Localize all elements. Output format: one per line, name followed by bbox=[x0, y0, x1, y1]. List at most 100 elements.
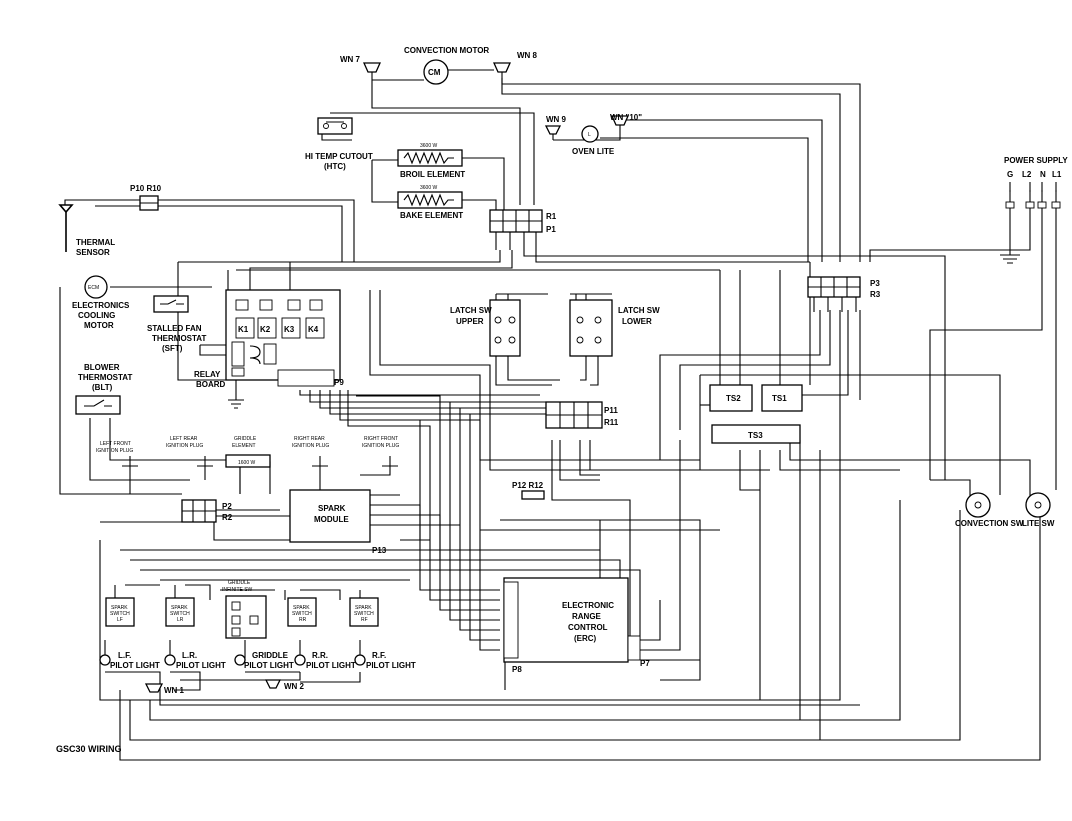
relay-k1: K1 bbox=[235, 317, 255, 339]
spark-switch-lr: SPARK SWITCH LR bbox=[165, 597, 195, 627]
connector-p11-r11: P11 R11 bbox=[545, 401, 619, 429]
svg-text:GRIDDLE: GRIDDLE bbox=[252, 651, 289, 660]
connector-p2-r2: P2 R2 bbox=[181, 499, 233, 523]
latch-lower-label-1: LATCH SW bbox=[618, 306, 660, 315]
relay-board-label-2: BOARD bbox=[196, 380, 226, 389]
svg-text:LR: LR bbox=[177, 617, 184, 623]
svg-text:K4: K4 bbox=[308, 325, 319, 334]
svg-text:RR: RR bbox=[299, 617, 307, 623]
p11-label: P11 bbox=[604, 406, 618, 415]
wn7-label: WN 7 bbox=[340, 55, 361, 64]
terminal-strip-ts3: TS3 bbox=[711, 424, 801, 444]
svg-text:PILOT LIGHT: PILOT LIGHT bbox=[306, 661, 356, 670]
left-rear-ignition-plug: LEFT REAR IGNITION PLUG bbox=[166, 436, 213, 467]
ecm-text-2: COOLING bbox=[78, 311, 115, 320]
griddle-element-label-2: ELEMENT bbox=[232, 443, 256, 449]
svg-text:K3: K3 bbox=[284, 325, 295, 334]
diagram-title: GSC30 WIRING bbox=[56, 744, 122, 754]
power-term-l1: L1 bbox=[1052, 170, 1062, 179]
power-supply: POWER SUPPLY G L2 N L1 bbox=[1000, 156, 1068, 264]
terminal-strip-ts1: TS1 bbox=[761, 384, 803, 412]
r1-label: R1 bbox=[546, 212, 557, 221]
rr-ign-label-1: RIGHT REAR bbox=[294, 436, 325, 442]
latch-lower-label-2: LOWER bbox=[622, 317, 652, 326]
svg-text:SPARK: SPARK bbox=[171, 605, 188, 611]
latch-switch-lower: LATCH SW LOWER bbox=[569, 299, 660, 357]
latch-upper-label-1: LATCH SW bbox=[450, 306, 492, 315]
broil-watts: 3600 W bbox=[420, 143, 438, 149]
r3-label: R3 bbox=[870, 290, 881, 299]
lr-ign-label-1: LEFT REAR bbox=[170, 436, 198, 442]
lr-ign-label-2: IGNITION PLUG bbox=[166, 443, 203, 449]
pilot-light-griddle: GRIDDLE PILOT LIGHT bbox=[234, 651, 294, 670]
griddle-infinite-label-2: INFINITE SW bbox=[222, 587, 253, 593]
connector-r1-p1: R1 P1 bbox=[489, 209, 557, 250]
pilot-light-rr: R.R. PILOT LIGHT bbox=[294, 651, 356, 670]
oven-lite-letter: L bbox=[588, 132, 591, 138]
wire-nut-wn9: WN 9 bbox=[544, 115, 567, 140]
spark-switch-rr: SPARK SWITCH RR bbox=[287, 597, 317, 627]
p8-label: P8 bbox=[512, 665, 522, 674]
r11-label: R11 bbox=[604, 418, 619, 427]
bake-element: 3600 W BAKE ELEMENT bbox=[397, 185, 463, 220]
ts3-label: TS3 bbox=[748, 431, 763, 440]
htc-label-1: HI TEMP CUTOUT bbox=[305, 152, 373, 161]
griddle-watts: 1600 W bbox=[238, 460, 256, 466]
thermal-sensor: THERMAL SENSOR bbox=[58, 204, 115, 257]
p10r10-label: P10 R10 bbox=[130, 184, 162, 193]
thermal-sensor-label-1: THERMAL bbox=[76, 238, 115, 247]
right-front-ignition-plug: RIGHT FRONT IGNITION PLUG bbox=[362, 436, 399, 467]
erc-label-2: RANGE bbox=[572, 612, 602, 621]
svg-text:SWITCH: SWITCH bbox=[170, 611, 190, 617]
convection-motor: CM CONVECTION MOTOR bbox=[404, 46, 489, 85]
spark-module-label-2: MODULE bbox=[314, 515, 349, 524]
power-supply-label: POWER SUPPLY bbox=[1004, 156, 1068, 165]
p10-r10-connector: P10 R10 bbox=[130, 184, 162, 211]
lite-sw-label: LITE SW bbox=[1022, 519, 1055, 528]
convection-switch[interactable]: CONVECTION SW bbox=[955, 492, 1024, 528]
spark-module-label-1: SPARK bbox=[318, 504, 346, 513]
r2-label: R2 bbox=[222, 513, 233, 522]
pilot-light-rf: R.F. PILOT LIGHT bbox=[354, 651, 416, 670]
svg-text:LF: LF bbox=[117, 617, 123, 623]
svg-text:SWITCH: SWITCH bbox=[110, 611, 130, 617]
sft-label-1: STALLED FAN bbox=[147, 324, 202, 333]
relay-k2: K2 bbox=[257, 317, 277, 339]
latch-switch-upper: LATCH SW UPPER bbox=[450, 299, 521, 357]
rf-ign-label-1: RIGHT FRONT bbox=[364, 436, 398, 442]
relay-k4: K4 bbox=[305, 317, 325, 339]
power-term-n: N bbox=[1040, 170, 1046, 179]
svg-text:PILOT LIGHT: PILOT LIGHT bbox=[244, 661, 294, 670]
pilot-light-lf: L.F. PILOT LIGHT bbox=[99, 651, 160, 670]
connector-p12-r12: P12 R12 bbox=[512, 481, 545, 500]
svg-text:PILOT LIGHT: PILOT LIGHT bbox=[176, 661, 226, 670]
wn10-label: WN "10" bbox=[610, 113, 642, 122]
electronic-range-control: ELECTRONIC RANGE CONTROL (ERC) P8 P7 bbox=[503, 577, 650, 674]
latch-upper-label-2: UPPER bbox=[456, 317, 484, 326]
cm-label: CM bbox=[428, 68, 441, 77]
erc-label-3: CONTROL bbox=[568, 623, 608, 632]
convection-sw-label: CONVECTION SW bbox=[955, 519, 1024, 528]
oven-lite-label: OVEN LITE bbox=[572, 147, 615, 156]
sft-label-3: (SFT) bbox=[162, 344, 183, 353]
pilot-light-lr: L.R. PILOT LIGHT bbox=[164, 651, 226, 670]
connector-p3-r3: P3 R3 bbox=[807, 276, 881, 312]
thermal-sensor-label-2: SENSOR bbox=[76, 248, 110, 257]
convection-motor-label: CONVECTION MOTOR bbox=[404, 46, 489, 55]
ecm-text-1: ELECTRONICS bbox=[72, 301, 130, 310]
wire-nut-wn8: WN 8 bbox=[492, 51, 538, 78]
power-term-g: G bbox=[1007, 170, 1013, 179]
svg-text:PILOT LIGHT: PILOT LIGHT bbox=[110, 661, 160, 670]
svg-text:SWITCH: SWITCH bbox=[354, 611, 374, 617]
relay-k3: K3 bbox=[281, 317, 301, 339]
lite-switch[interactable]: LITE SW bbox=[1022, 492, 1055, 528]
griddle-infinite-switch: GRIDDLE INFINITE SW bbox=[222, 580, 267, 639]
ecm-text-3: MOTOR bbox=[84, 321, 114, 330]
svg-text:K2: K2 bbox=[260, 325, 271, 334]
ecm-label: ECM bbox=[88, 285, 99, 291]
erc-label-1: ELECTRONIC bbox=[562, 601, 614, 610]
svg-text:L.F.: L.F. bbox=[118, 651, 131, 660]
spark-switch-lf: SPARK SWITCH LF bbox=[105, 597, 135, 627]
bake-element-label: BAKE ELEMENT bbox=[400, 211, 463, 220]
